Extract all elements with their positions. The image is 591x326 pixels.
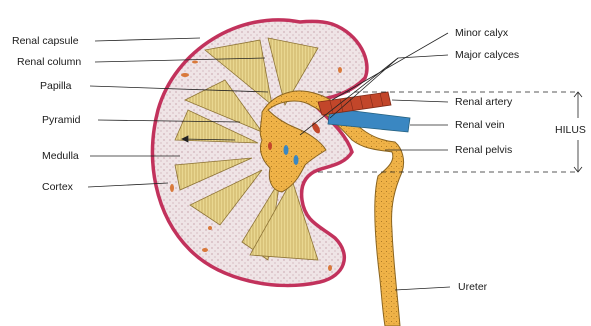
- leader-renal-capsule: [95, 38, 200, 41]
- label-renal-pelvis: Renal pelvis: [455, 144, 512, 156]
- leader-ureter: [395, 287, 450, 290]
- label-cortex: Cortex: [42, 181, 73, 193]
- label-papilla: Papilla: [40, 80, 72, 92]
- leader-major-calyces-1: [398, 55, 448, 58]
- label-pyramid: Pyramid: [42, 114, 81, 126]
- label-medulla: Medulla: [42, 150, 79, 162]
- label-major-calyces: Major calyces: [455, 49, 519, 61]
- leader-renal-artery: [392, 100, 448, 102]
- label-minor-calyx: Minor calyx: [455, 27, 508, 39]
- label-ureter: Ureter: [458, 281, 487, 293]
- label-renal-artery: Renal artery: [455, 96, 512, 108]
- label-hilus: HILUS: [555, 124, 586, 136]
- label-renal-column: Renal column: [17, 56, 81, 68]
- label-renal-capsule: Renal capsule: [12, 35, 79, 47]
- label-renal-vein: Renal vein: [455, 119, 505, 131]
